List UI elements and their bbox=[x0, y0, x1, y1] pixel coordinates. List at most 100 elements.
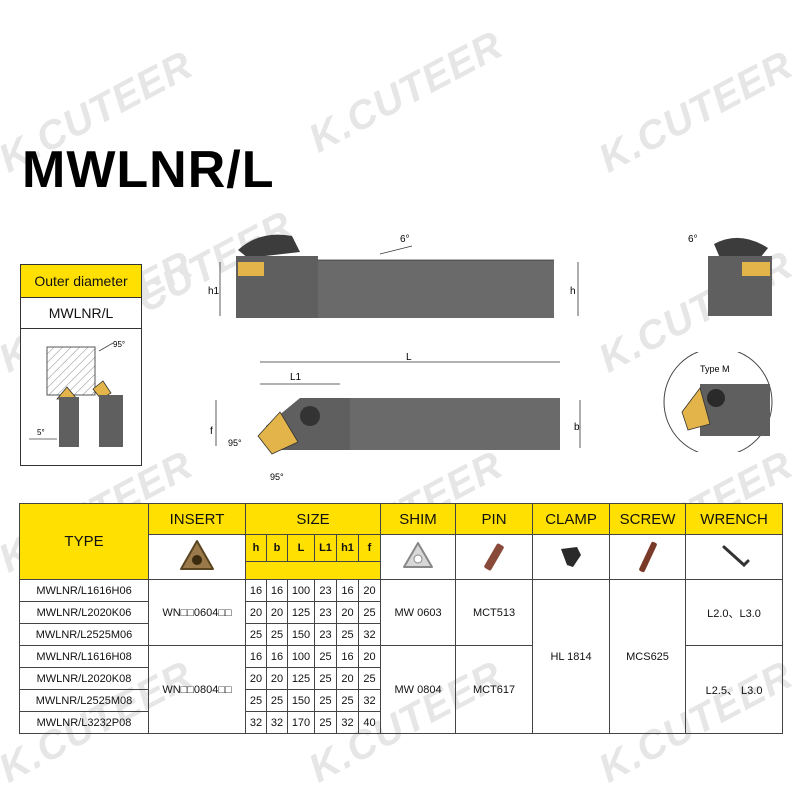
size-cell: 16 bbox=[245, 645, 267, 668]
size-col-L: L bbox=[287, 534, 315, 562]
size-cell: 16 bbox=[336, 579, 359, 602]
size-cell: 32 bbox=[266, 711, 288, 734]
type-cell: MWLNR/L2525M08 bbox=[19, 689, 149, 712]
size-cell: 25 bbox=[314, 645, 337, 668]
size-cell: 100 bbox=[287, 579, 315, 602]
size-cell: 16 bbox=[336, 645, 359, 668]
side-view-drawing: 6° h1 h bbox=[208, 234, 579, 318]
dim-b: b bbox=[574, 422, 580, 433]
header-shim: SHIM bbox=[380, 503, 457, 535]
angle-label: 95° bbox=[228, 438, 242, 448]
size-cell: 23 bbox=[314, 623, 337, 646]
insert-cell: WN□□0804□□ bbox=[148, 645, 246, 734]
angle-label: 95° bbox=[113, 340, 125, 349]
size-cell: 20 bbox=[245, 601, 267, 624]
watermark: K.CUTEER bbox=[591, 42, 800, 182]
angle-label: 6° bbox=[688, 234, 698, 245]
type-m-label: Type M bbox=[700, 364, 730, 374]
size-cell: 25 bbox=[314, 689, 337, 712]
size-col-f: f bbox=[357, 534, 382, 562]
holder-shank bbox=[350, 398, 560, 450]
top-view-drawing: L L1 f 95° 95° b bbox=[210, 352, 581, 482]
header-screw: SCREW bbox=[609, 503, 687, 535]
table-row: MWLNR/L2525M08 25 25 150 25 25 32 bbox=[19, 689, 783, 712]
dim-L: L bbox=[406, 352, 412, 363]
size-col-L1: L1 bbox=[314, 534, 337, 562]
size-cell: 25 bbox=[314, 711, 337, 734]
pin-cell: MCT513 bbox=[455, 579, 534, 646]
outer-diameter-illustration: 95° 5° bbox=[21, 329, 141, 465]
spec-table: TYPE INSERT SIZE SHIM PIN CLAMP SCREW WR… bbox=[19, 503, 784, 734]
size-cell: 20 bbox=[266, 601, 288, 624]
watermark: K.CUTEER bbox=[301, 22, 511, 162]
size-cell: 25 bbox=[357, 667, 382, 690]
holder-shank bbox=[318, 260, 554, 318]
size-col-h: h bbox=[245, 534, 267, 562]
clamp-screw-icon bbox=[707, 389, 725, 407]
size-cell: 16 bbox=[245, 579, 267, 602]
size-cell: 125 bbox=[287, 667, 315, 690]
clamp-shape bbox=[238, 234, 300, 258]
header-pin: PIN bbox=[455, 503, 534, 535]
insert-image bbox=[148, 534, 246, 580]
type-cell: MWLNR/L1616H08 bbox=[19, 645, 149, 668]
wrench-image bbox=[685, 534, 784, 580]
pin-image bbox=[455, 534, 534, 580]
header-size: SIZE bbox=[244, 503, 382, 535]
size-cell: 16 bbox=[266, 579, 288, 602]
size-cell: 25 bbox=[336, 623, 359, 646]
dim-f: f bbox=[210, 426, 213, 437]
size-cell: 32 bbox=[336, 711, 359, 734]
type-m-detail: Type M bbox=[663, 352, 773, 452]
table-row: MWLNR/L1616H08 WN□□0804□□ 16 16 100 25 1… bbox=[19, 645, 784, 734]
size-cell: 20 bbox=[245, 667, 267, 690]
size-cell: 20 bbox=[336, 601, 359, 624]
size-cell: 25 bbox=[245, 689, 267, 712]
dim-L1: L1 bbox=[290, 372, 302, 383]
size-cell: 32 bbox=[357, 623, 382, 646]
size-cell: 25 bbox=[336, 689, 359, 712]
holder-shape bbox=[99, 395, 123, 447]
size-cell: 25 bbox=[266, 689, 288, 712]
size-cell: 125 bbox=[287, 601, 315, 624]
insert-icon bbox=[238, 262, 264, 276]
clamp-cell: HL 1814 bbox=[532, 579, 611, 734]
size-cell: 25 bbox=[314, 667, 337, 690]
pin-cell: MCT617 bbox=[455, 645, 534, 734]
size-cell: 20 bbox=[357, 579, 382, 602]
table-row: MWLNR/L3232P08 32 32 170 25 32 40 bbox=[19, 711, 783, 734]
size-cell: 20 bbox=[266, 667, 288, 690]
shim-image bbox=[380, 534, 457, 580]
angle-label: 95° bbox=[270, 472, 284, 482]
pin-icon bbox=[484, 543, 504, 571]
size-cell: 20 bbox=[357, 645, 382, 668]
size-cell: 170 bbox=[287, 711, 315, 734]
outer-diameter-model: MWLNR/L bbox=[21, 298, 141, 329]
shim-cell: MW 0804 bbox=[380, 645, 457, 734]
wrench-cell: L2.5、 L3.0 bbox=[685, 645, 784, 734]
shim-cell: MW 0603 bbox=[380, 579, 457, 646]
clamp-shape bbox=[714, 237, 768, 258]
size-cell: 32 bbox=[357, 689, 382, 712]
header-wrench: WRENCH bbox=[685, 503, 784, 535]
clamp-screw-icon bbox=[300, 406, 320, 426]
page-title: MWLNR/L bbox=[22, 141, 275, 199]
size-spacer bbox=[244, 561, 382, 581]
screw-image bbox=[609, 534, 687, 580]
table-row: MWLNR/L1616H06 WN□□0604□□ 16 16 100 23 1… bbox=[19, 579, 784, 734]
size-cell: 23 bbox=[314, 601, 337, 624]
insert-icon bbox=[681, 387, 711, 431]
size-cell: 25 bbox=[266, 623, 288, 646]
screw-icon bbox=[638, 541, 657, 573]
screw-cell: MCS625 bbox=[609, 579, 687, 734]
insert-icon bbox=[257, 411, 299, 455]
size-cell: 100 bbox=[287, 645, 315, 668]
outer-diameter-box: Outer diameter MWLNR/L 95° 5° bbox=[20, 264, 142, 466]
type-cell: MWLNR/L3232P08 bbox=[19, 711, 149, 734]
wrench-icon bbox=[722, 545, 750, 568]
wrench-cell: L2.0、L3.0 bbox=[685, 579, 784, 646]
type-cell: MWLNR/L1616H06 bbox=[19, 579, 149, 602]
table-row: MWLNR/L2020K08 20 20 125 25 20 25 bbox=[19, 667, 783, 690]
size-cell: 23 bbox=[314, 579, 337, 602]
angle-label: 6° bbox=[400, 234, 410, 245]
